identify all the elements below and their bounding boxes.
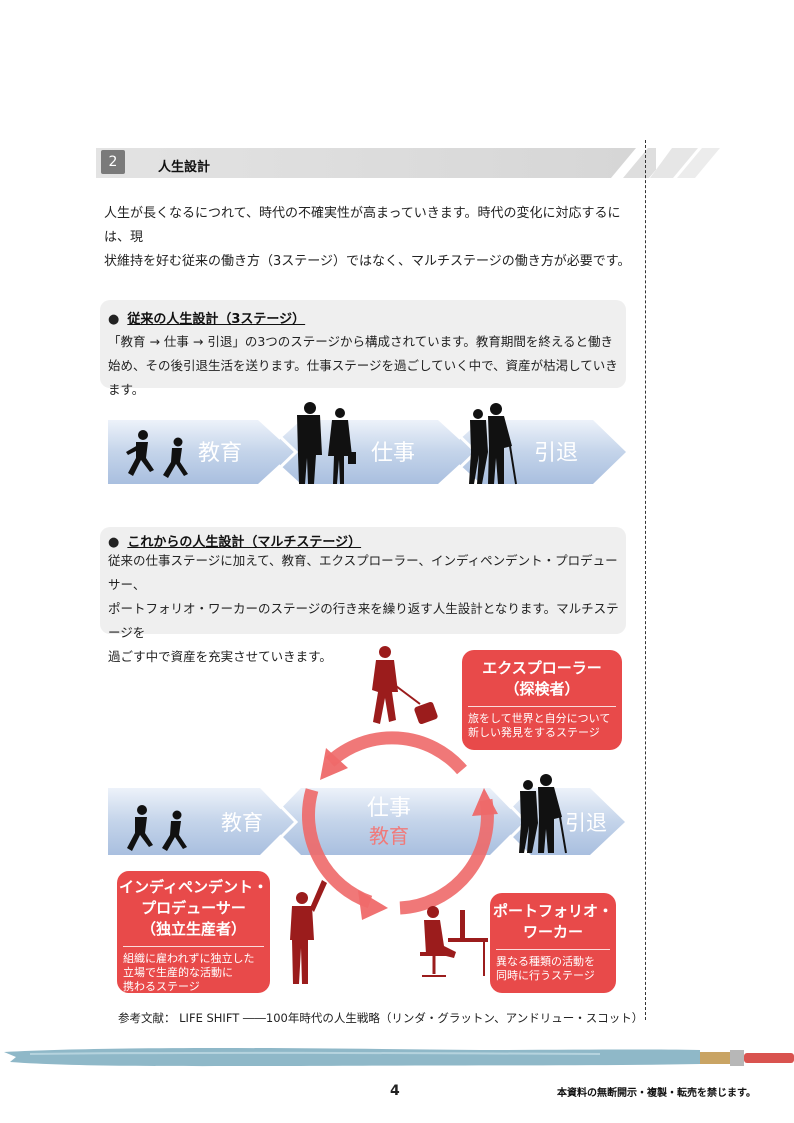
copyright-notice: 本資料の無断開示・複製・転売を禁じます。 <box>557 1088 756 1099</box>
three-stage-band: 教育 仕事 引退 <box>108 402 626 486</box>
explorer-box: エクスプローラー （探検者） 旅をして世界と自分について 新しい発見をするステー… <box>462 650 622 750</box>
portfolio-worker-box: ポートフォリオ・ ワーカー 異なる種類の活動を 同時に行うステージ <box>490 893 616 993</box>
portfolio-title-2: ワーカー <box>522 923 583 941</box>
independent-producer-box: インディペンデント・ プロデューサー （独立生産者） 組織に雇われずに独立した … <box>117 871 270 993</box>
independent-title-3: （独立生産者） <box>140 920 246 938</box>
reference-text: 参考文献： LIFE SHIFT ――100年時代の人生戦略（リンダ・グラットン… <box>118 1011 644 1025</box>
stage-education-label: 教育 <box>198 441 242 466</box>
margin-dashed-line <box>645 140 646 1020</box>
portfolio-desc-1: 異なる種類の活動を <box>496 955 595 968</box>
header-stripes-icon <box>650 148 720 178</box>
band-retire-label: 引退 <box>565 811 607 835</box>
cheering-man-icon <box>290 880 327 984</box>
band-work-label: 仕事 <box>367 796 411 821</box>
independent-desc-3: 携わるステージ <box>123 980 200 993</box>
multistage-diagram: 教育 仕事 教育 引退 <box>108 646 625 984</box>
band-education-label: 教育 <box>221 811 263 835</box>
bullet-icon: ● <box>108 312 120 327</box>
page-number: 4 <box>390 1083 400 1099</box>
business-people-icon <box>297 402 356 484</box>
section-number: 2 <box>101 150 125 174</box>
stage-work-label: 仕事 <box>371 441 415 466</box>
desk-worker-icon <box>420 906 488 977</box>
explorer-title-2: （探検者） <box>504 680 580 698</box>
traditional-line-2: 始め、その後引退生活を送ります。仕事ステージを過ごしていく中で、資産が枯渇してい… <box>108 358 618 397</box>
cycle-arrows-icon <box>302 731 494 915</box>
multistage-line-1: 従来の仕事ステージに加えて、教育、エクスプローラー、インディペンデント・プロデュ… <box>108 553 618 592</box>
stage-retire-label: 引退 <box>534 441 578 466</box>
traveler-icon <box>372 646 438 725</box>
traditional-title: 従来の人生設計（3ステージ） <box>127 312 306 327</box>
intro-paragraph: 人生が長くなるにつれて、時代の不確実性が高まっていきます。時代の変化に対応するに… <box>104 202 634 274</box>
multistage-title: これからの人生設計（マルチステージ） <box>127 535 362 550</box>
intro-line-1: 人生が長くなるにつれて、時代の不確実性が高まっていきます。時代の変化に対応するに… <box>104 206 621 245</box>
children-running-icon <box>126 430 188 478</box>
section-title: 人生設計 <box>158 160 211 175</box>
independent-desc-2: 立場で生産的な活動に <box>123 966 233 979</box>
traditional-panel: ● 従来の人生設計（3ステージ） 「教育 → 仕事 → 引退」の3つのステージから… <box>100 300 626 397</box>
portfolio-title-1: ポートフォリオ・ <box>492 902 613 920</box>
paintbrush-stroke-icon <box>4 1048 794 1067</box>
independent-title-2: プロデューサー <box>141 899 246 917</box>
section-header-bar <box>96 148 656 178</box>
independent-title-1: インディペンデント・ <box>119 878 268 896</box>
multistage-panel: ● これからの人生設計（マルチステージ） 従来の仕事ステージに加えて、教育、エクス… <box>100 527 626 664</box>
independent-desc-1: 組織に雇われずに独立した <box>123 952 255 965</box>
children-running-icon <box>127 805 187 851</box>
elderly-couple-icon <box>469 403 517 485</box>
multistage-line-3: 過ごす中で資産を充実させていきます。 <box>108 649 332 664</box>
explorer-desc-1: 旅をして世界と自分について <box>468 712 611 725</box>
elderly-couple-icon <box>519 774 567 854</box>
intro-line-2: 状維持を好む従来の働き方（3ステージ）ではなく、マルチステージの働き方が必要です… <box>104 254 631 269</box>
traditional-line-1: 「教育 → 仕事 → 引退」の3つのステージから構成されています。教育期間を終え… <box>108 334 614 349</box>
bullet-icon: ● <box>108 535 120 550</box>
band-work-sub-label: 教育 <box>369 824 409 848</box>
explorer-title-1: エクスプローラー <box>482 659 602 677</box>
portfolio-desc-2: 同時に行うステージ <box>496 969 595 982</box>
explorer-desc-2: 新しい発見をするステージ <box>468 726 600 739</box>
multistage-line-2: ポートフォリオ・ワーカーのステージの行き来を繰り返す人生設計となります。マルチス… <box>108 601 619 640</box>
